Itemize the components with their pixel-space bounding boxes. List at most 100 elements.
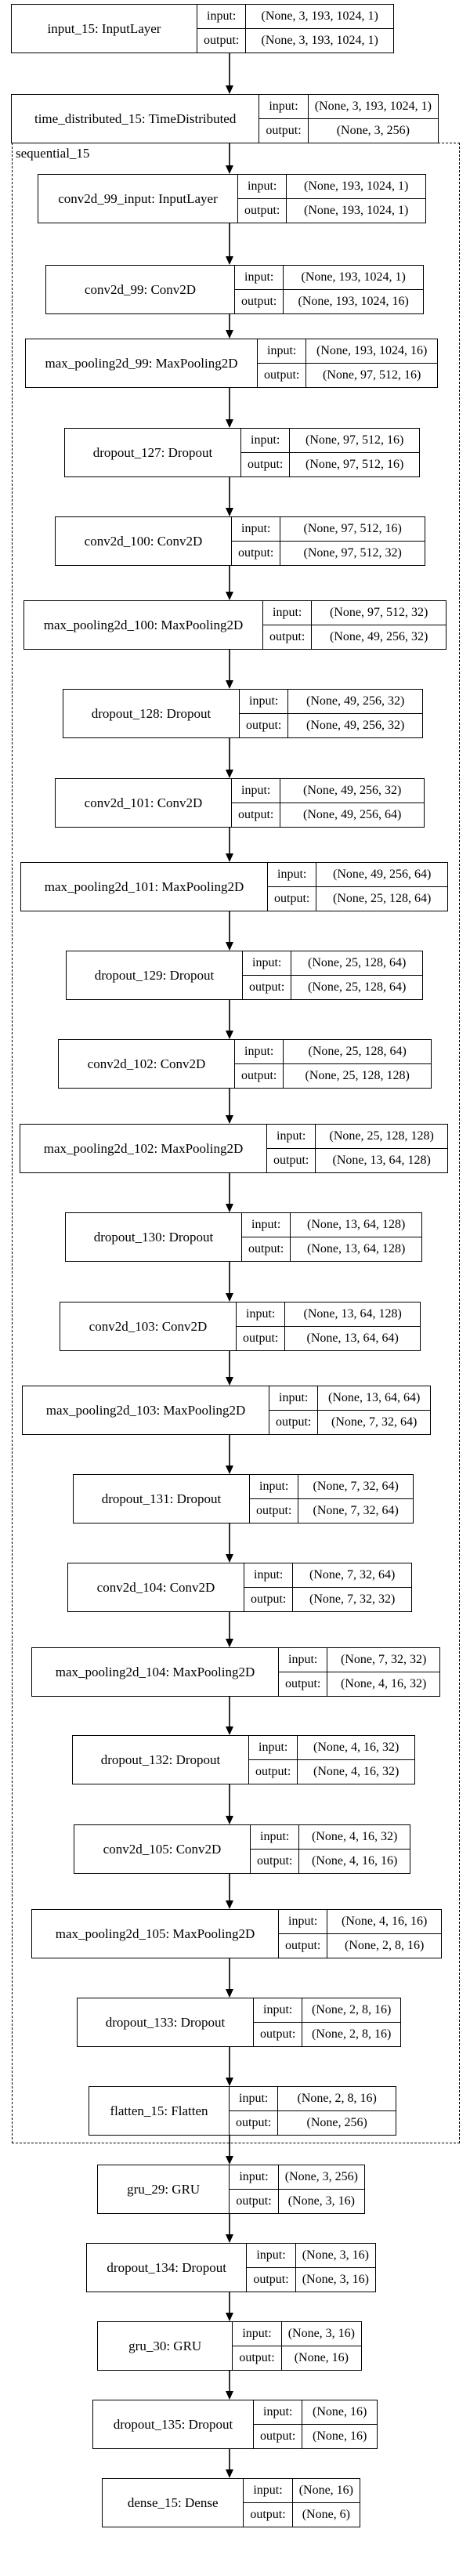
layer-name: dropout_131: Dropout <box>74 1475 250 1523</box>
output-shape: (None, 3, 16) <box>302 2273 369 2286</box>
input-label: input: <box>232 517 280 542</box>
arrow-head <box>226 1900 233 1909</box>
input-shape: (None, 25, 128, 64) <box>284 1040 431 1064</box>
output-shape: (None, 7, 32, 64) <box>331 1415 418 1429</box>
output-shape: (None, 97, 512, 16) <box>306 458 404 471</box>
output-label: output: <box>248 458 284 471</box>
output-shape: (None, 13, 64, 64) <box>306 1331 399 1345</box>
input-shape: (None, 193, 1024, 1) <box>287 175 425 199</box>
arrow-head <box>226 165 233 174</box>
layer-name: max_pooling2d_100: MaxPooling2D <box>24 601 263 649</box>
arrow-head <box>226 680 233 689</box>
arrow-head <box>226 770 233 778</box>
input-label: input: <box>279 1910 327 1934</box>
arrow-head <box>226 1377 233 1386</box>
arrow-head <box>226 2391 233 2400</box>
arrow-head <box>226 256 233 265</box>
input-label: input: <box>240 690 288 714</box>
input-shape: (None, 13, 64, 64) <box>318 1386 430 1411</box>
input-label: input: <box>237 1302 285 1327</box>
input-label: input: <box>263 601 312 625</box>
input-shape: (None, 97, 512, 32) <box>312 601 446 625</box>
output-shape: (None, 49, 256, 64) <box>303 808 402 821</box>
output-label: output: <box>246 719 282 732</box>
output-label: output: <box>285 1939 321 1952</box>
layer-name: gru_29: GRU <box>98 2165 230 2213</box>
output-shape: (None, 2, 8, 16) <box>345 1939 425 1952</box>
input-label: input: <box>235 1040 284 1064</box>
layer-name: dropout_127: Dropout <box>65 429 241 476</box>
output-shape: (None, 16) <box>294 2351 349 2364</box>
layer-name: dropout_134: Dropout <box>87 2244 248 2292</box>
input-shape: (None, 16) <box>302 2400 377 2425</box>
output-shape: (None, 6) <box>302 2508 350 2521</box>
output-label: output: <box>248 1242 284 1255</box>
output-label: output: <box>244 204 280 217</box>
arrow-head <box>226 508 233 516</box>
arrow-head <box>226 2469 233 2478</box>
layer-name: input_15: InputLayer <box>12 5 197 53</box>
output-shape: (None, 97, 512, 16) <box>323 368 421 382</box>
output-shape: (None, 13, 64, 128) <box>307 1242 406 1255</box>
arrow-head <box>226 1293 233 1302</box>
layer-name: max_pooling2d_105: MaxPooling2D <box>32 1910 279 1958</box>
input-label: input: <box>279 1648 327 1672</box>
layer-name: conv2d_102: Conv2D <box>59 1040 235 1088</box>
output-shape: (None, 4, 16, 16) <box>312 1854 398 1868</box>
input-label: input: <box>244 1563 293 1588</box>
input-label: input: <box>254 1998 302 2023</box>
output-shape: (None, 25, 128, 64) <box>333 892 432 905</box>
arrow-head <box>226 1466 233 1474</box>
output-label: output: <box>250 2508 286 2521</box>
output-shape: (None, 3, 16) <box>287 2194 355 2208</box>
arrow-head <box>226 85 233 94</box>
arrow-head <box>226 853 233 862</box>
arrow-head <box>226 2078 233 2086</box>
layer-name: conv2d_100: Conv2D <box>56 517 232 565</box>
output-label: output: <box>264 368 300 382</box>
arrow-head <box>226 1989 233 1998</box>
input-shape: (None, 13, 64, 128) <box>291 1213 421 1237</box>
input-label: input: <box>197 5 246 29</box>
input-shape: (None, 25, 128, 64) <box>291 951 422 976</box>
arrow-head <box>226 2156 233 2165</box>
output-shape: (None, 16) <box>313 2429 367 2443</box>
output-shape: (None, 97, 512, 32) <box>303 546 402 560</box>
output-label: output: <box>204 34 240 47</box>
output-label: output: <box>236 2194 272 2208</box>
layer-name: max_pooling2d_101: MaxPooling2D <box>21 863 268 911</box>
output-label: output: <box>253 2273 289 2286</box>
input-label: input: <box>268 863 316 887</box>
input-label: input: <box>235 266 284 290</box>
arrow-head <box>226 419 233 428</box>
output-label: output: <box>256 1504 292 1517</box>
output-shape: (None, 3, 193, 1024, 1) <box>261 34 378 47</box>
layer-name: dropout_130: Dropout <box>66 1213 242 1261</box>
output-label: output: <box>236 2116 272 2129</box>
input-label: input: <box>238 175 287 199</box>
output-label: output: <box>239 2351 275 2364</box>
output-shape: (None, 193, 1024, 1) <box>304 204 409 217</box>
arrow-head <box>226 1639 233 1647</box>
input-shape: (None, 7, 32, 32) <box>327 1648 439 1672</box>
arrow-head <box>226 592 233 600</box>
input-shape: (None, 3, 193, 1024, 1) <box>246 5 393 29</box>
input-shape: (None, 3, 16) <box>295 2244 375 2268</box>
